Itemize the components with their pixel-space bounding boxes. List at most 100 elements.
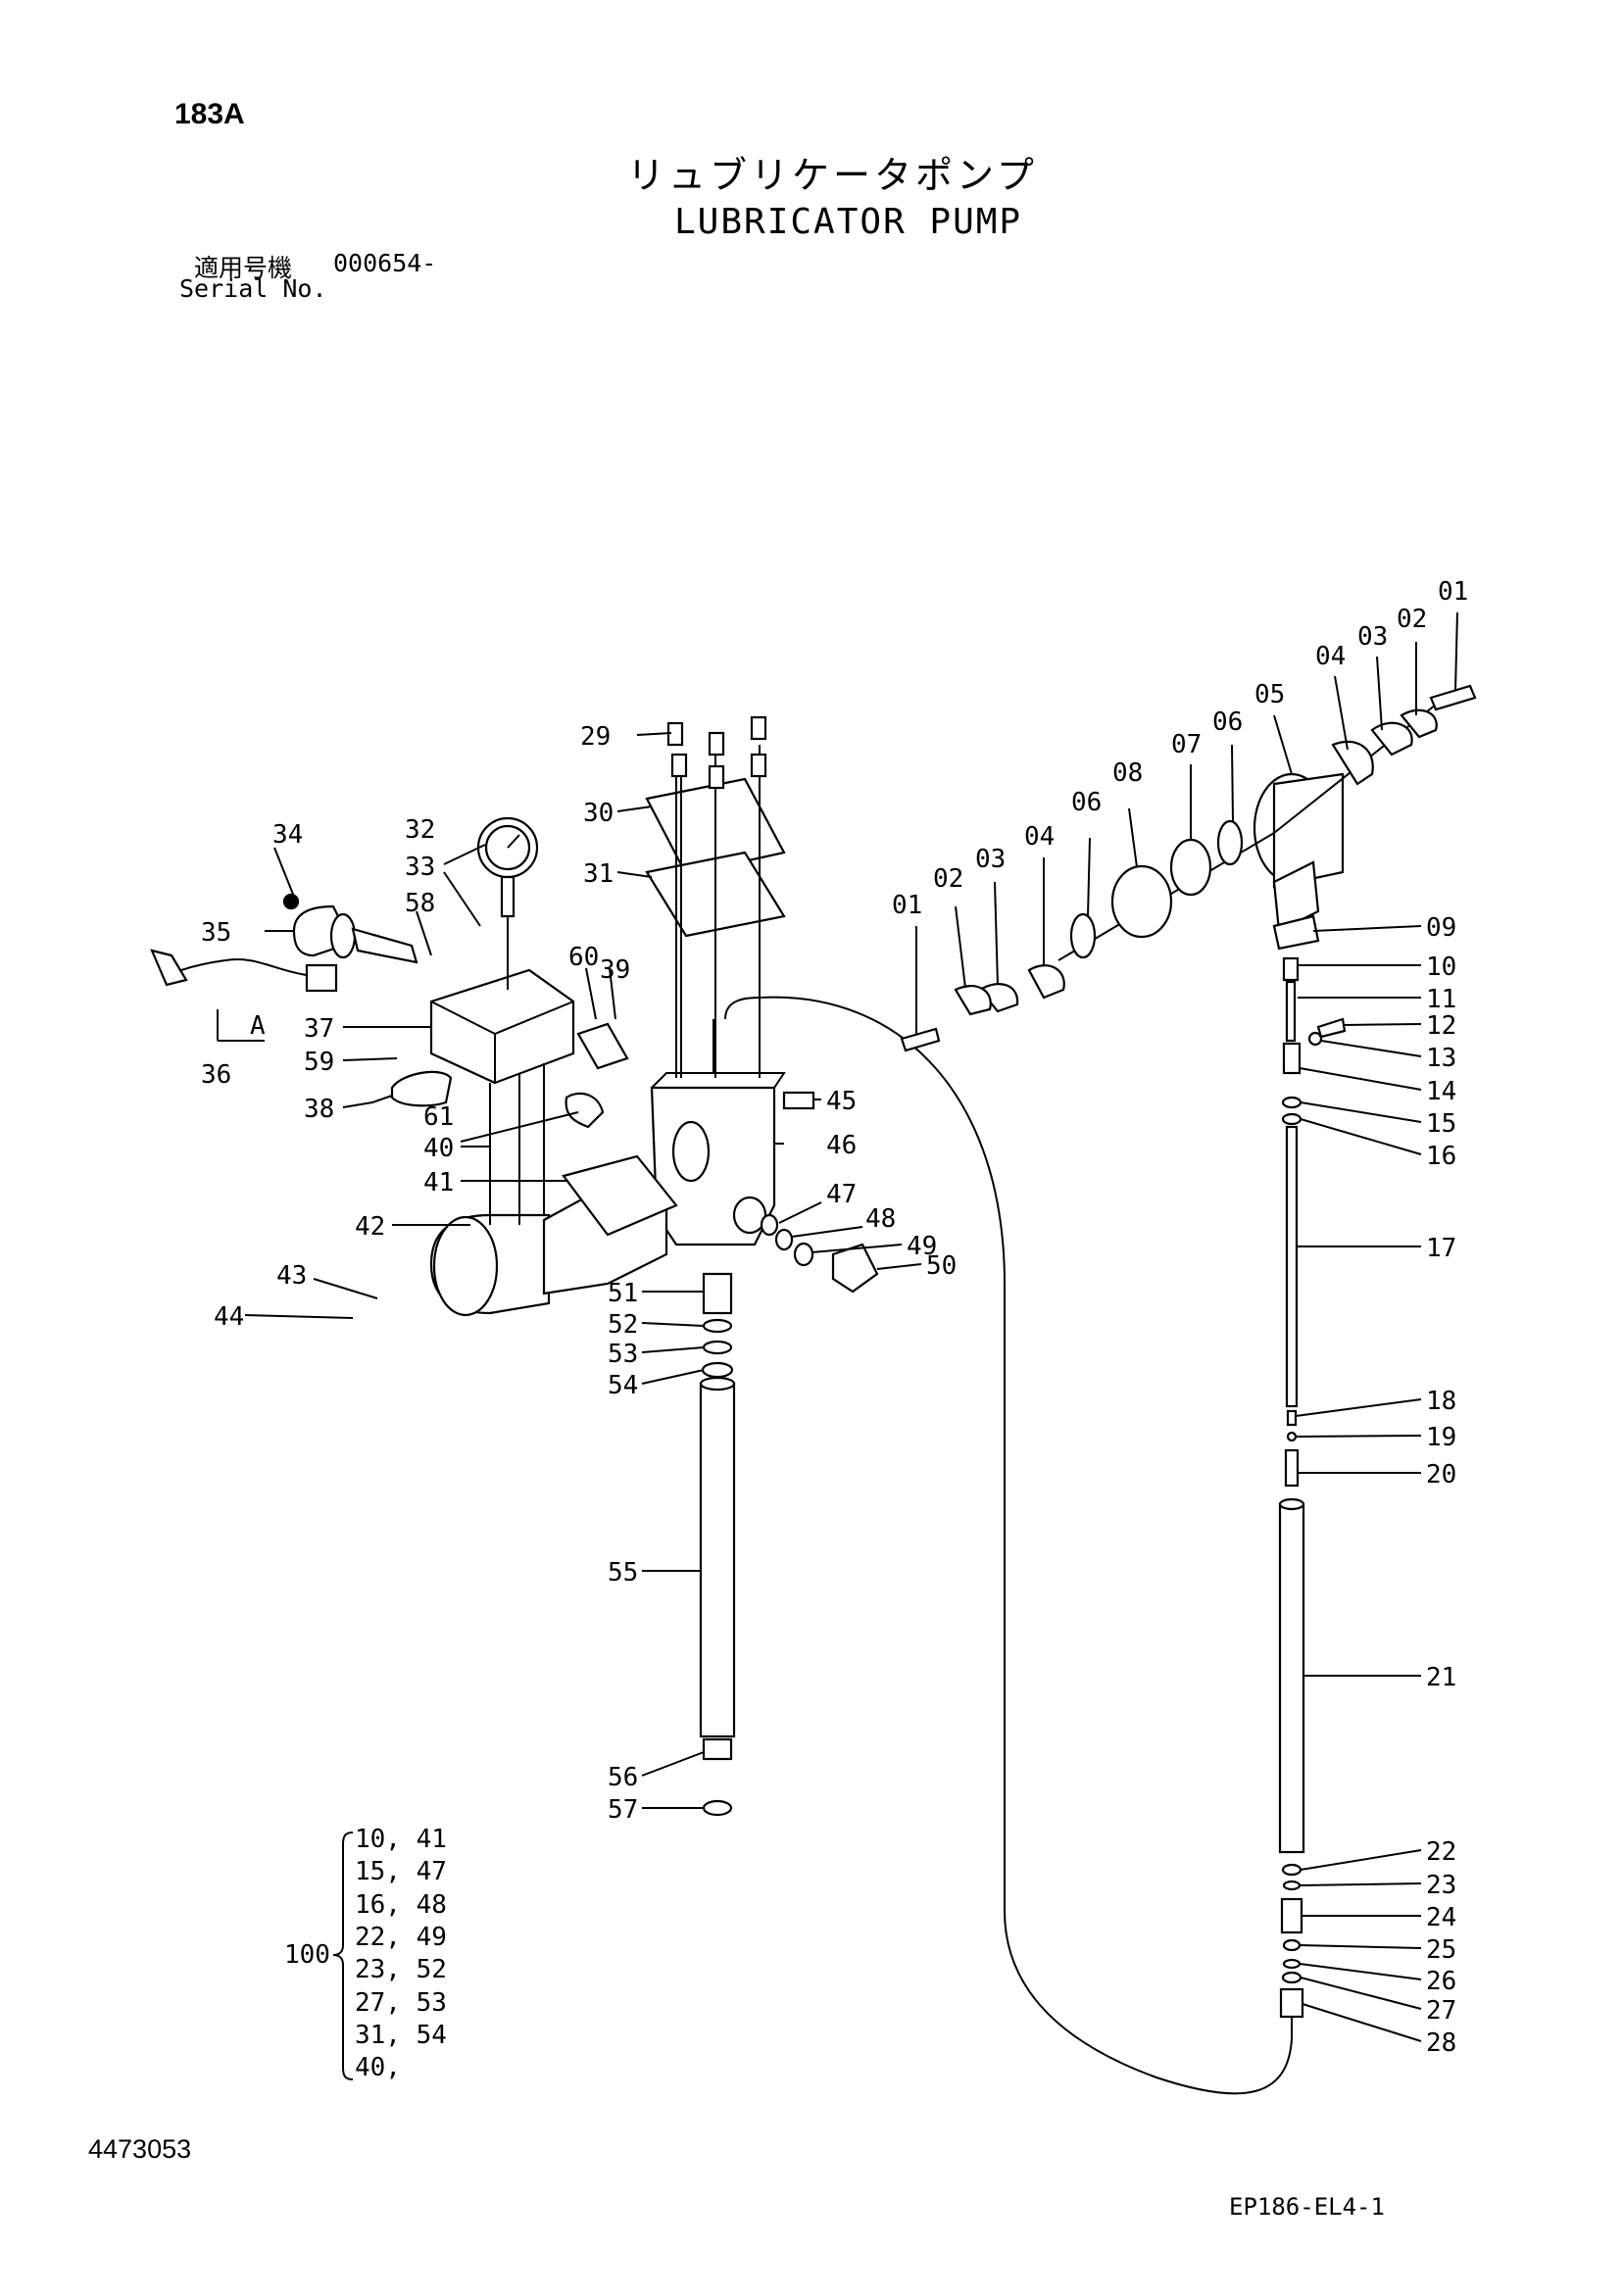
kit-row: 27, 53 [355,1988,447,2018]
callout-01b: 01 [892,891,922,920]
pipe-55-top [699,1376,736,1392]
nozzle-28 [1279,1987,1304,2019]
ring-47 [760,1213,779,1237]
lube-hose-line [759,996,1293,2095]
callout-38: 38 [304,1095,334,1124]
callout-04b: 04 [1024,822,1055,852]
callout-48: 48 [865,1204,896,1234]
callout-02: 02 [1397,605,1427,634]
callout-52: 52 [608,1310,638,1340]
ring-53 [702,1340,733,1355]
callout-31: 31 [583,859,614,889]
ring-54 [701,1361,734,1379]
callout-02b: 02 [933,864,963,894]
pin-09 [1272,914,1320,951]
callout-58: 58 [405,889,435,918]
view-label-a: A [250,1011,266,1041]
leader-lines [217,611,1458,2042]
callout-60: 60 [568,943,599,972]
adapter-61 [565,1092,605,1129]
bearing-08 [1110,864,1173,939]
callout-59: 59 [304,1048,334,1077]
document-number: 4473053 [88,2134,192,2164]
seal-49 [793,1242,814,1267]
ring-02 [1400,708,1438,739]
bolt-12 [1316,1017,1347,1039]
bolt-01 [1429,684,1477,711]
callout-49: 49 [907,1232,937,1261]
callout-54: 54 [608,1371,638,1400]
kit-row: 23, 52 [355,1955,447,1984]
ring-23 [1282,1880,1302,1891]
kit-row: 40, [355,2053,401,2082]
callout-53: 53 [608,1340,638,1369]
callout-57: 57 [608,1795,638,1825]
plunger-17 [1285,1125,1299,1408]
fitting-56 [702,1737,733,1761]
ring-03 [1370,721,1413,757]
valve-14 [1282,1042,1302,1075]
bolt-45 [782,1091,815,1110]
callout-15: 15 [1426,1109,1456,1139]
nut-34 [282,893,300,910]
reference-code: EP186-EL4-1 [1229,2193,1385,2221]
callout-61: 61 [423,1102,454,1132]
callout-06: 06 [1212,708,1243,737]
valve-38 [390,1070,453,1107]
callout-01: 01 [1438,577,1468,607]
callout-03b: 03 [975,845,1006,874]
ball-19 [1286,1431,1298,1442]
connector-a [305,963,338,993]
ring-48 [774,1228,794,1251]
plug-50 [831,1243,879,1294]
callout-06b: 06 [1071,788,1102,817]
callout-18: 18 [1426,1387,1456,1416]
ring-06b [1069,912,1097,959]
callout-11: 11 [1426,985,1456,1014]
cylinder-21 [1278,1502,1305,1854]
callout-22: 22 [1426,1837,1456,1867]
callout-28: 28 [1426,2028,1456,2058]
callout-20: 20 [1426,1460,1456,1490]
washer-13 [1307,1031,1323,1047]
bushing-51 [702,1272,733,1315]
plug-36 [150,949,188,987]
callout-25: 25 [1426,1935,1456,1965]
serial-label-english: Serial No. [179,274,327,303]
ring-25 [1282,1938,1302,1952]
callout-21: 21 [1426,1663,1456,1692]
callout-45: 45 [826,1087,857,1116]
serial-label-japanese: 適用号機 [194,254,293,282]
pipe-55 [699,1382,736,1738]
callout-13: 13 [1426,1044,1456,1073]
callout-27: 27 [1426,1996,1456,2026]
kit-row: 10, 41 [355,1825,447,1854]
parts-drawing [150,611,1477,2095]
callout-32: 32 [405,815,435,845]
callout-46: 46 [826,1131,857,1160]
callout-05: 05 [1254,680,1285,709]
fitting-39 [576,1022,629,1070]
shim-04 [1331,740,1374,786]
ring-03b [978,983,1019,1013]
ring-26 [1282,1958,1302,1970]
callout-19: 19 [1426,1423,1456,1452]
callout-44: 44 [214,1302,244,1332]
callout-35: 35 [201,918,231,948]
shim-04b [1027,964,1065,1000]
callout-10: 10 [1426,953,1456,982]
flange-41 [562,1154,678,1237]
callout-14: 14 [1426,1077,1456,1106]
callout-23: 23 [1426,1871,1456,1900]
callout-29: 29 [580,722,611,752]
ring-15 [1281,1096,1303,1109]
rod-11 [1285,980,1297,1043]
title-japanese: リュブリケータポンプ [627,154,1038,197]
callout-12: 12 [1426,1011,1456,1041]
callout-17: 17 [1426,1234,1456,1263]
callout-42: 42 [355,1212,385,1242]
callout-04: 04 [1315,642,1346,671]
callout-26: 26 [1426,1967,1456,1996]
kit-brace [332,1832,354,2080]
